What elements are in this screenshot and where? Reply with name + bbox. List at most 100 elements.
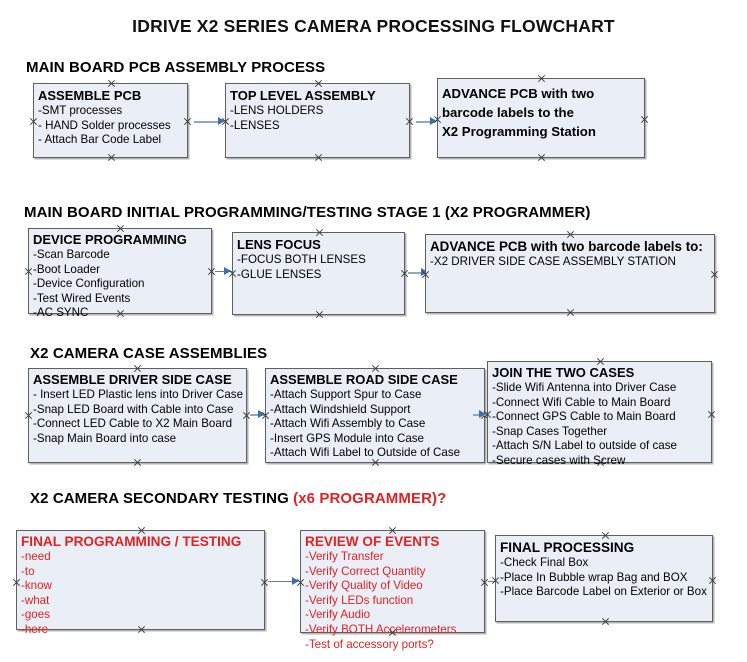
box-join-the-two-cases[interactable]: JOIN THE TWO CASES -Slide Wifi Antenna i…: [487, 361, 712, 467]
box-line: -what: [21, 593, 50, 607]
box-advance-pcb-programming-station[interactable]: ADVANCE PCB with two barcode labels to t…: [437, 78, 645, 158]
box-title: ADVANCE PCB with two: [442, 86, 595, 101]
section-heading-3-text: X2 CAMERA CASE ASSEMBLIES: [30, 345, 268, 362]
section-heading-3: X2 CAMERA CASE ASSEMBLIES: [30, 345, 267, 362]
box-line: -Check Final Box: [500, 556, 589, 569]
box-line: -SMT processes: [38, 104, 123, 117]
box-assemble-pcb[interactable]: ASSEMBLE PCB -SMT processes - HAND Solde…: [33, 83, 188, 158]
connector-arrow-3-1: [258, 410, 265, 418]
connection-handle-left[interactable]: [12, 578, 21, 587]
connection-handle-right[interactable]: [710, 270, 719, 279]
connection-handle-top[interactable]: [315, 228, 324, 237]
box-assemble-driver-side-case[interactable]: ASSEMBLE DRIVER SIDE CASE - Insert LED P…: [28, 368, 247, 463]
box-advance-pcb-driver-side-case[interactable]: ADVANCE PCB with two barcode labels to: …: [425, 234, 715, 313]
box-line: -Boot Loader: [33, 262, 101, 276]
box-line: -LENSES: [230, 118, 280, 132]
box-line: -need: [21, 550, 51, 563]
box-line: -LENS HOLDERS: [230, 104, 324, 117]
box-line: - HAND Solder processes: [38, 118, 171, 132]
box-line: -know: [21, 579, 52, 593]
connection-handle-bottom[interactable]: [566, 308, 575, 317]
box-line: -Place In Bubble wrap Bag and BOX: [500, 570, 688, 584]
box-assemble-road-side-case[interactable]: ASSEMBLE ROAD SIDE CASE -Attach Support …: [265, 368, 485, 463]
connector-2-1: [215, 271, 232, 272]
box-line: -Connect GPS Cable to Main Board: [492, 410, 676, 424]
connection-handle-top[interactable]: [537, 74, 546, 83]
box-line: -Secure cases with Screw: [492, 453, 626, 467]
box-title: FINAL PROCESSING: [500, 540, 635, 555]
box-line: -FOCUS BOTH LENSES: [237, 253, 366, 266]
box-line: -Verify Quality of Video: [305, 579, 423, 593]
connection-handle-top[interactable]: [566, 230, 575, 239]
connector-arrow-4-1: [292, 577, 299, 585]
box-line: -Attach Wifi Assembly to Case: [270, 417, 426, 431]
section-heading-4: X2 CAMERA SECONDARY TESTING (x6 PROGRAMM…: [30, 490, 446, 507]
box-line: barcode labels to the: [442, 105, 574, 120]
box-line: -Connect LED Cable to X2 Main Board: [33, 417, 233, 431]
box-line: X2 Programming Station: [442, 124, 596, 139]
box-line: - Attach Bar Code Label: [38, 133, 162, 147]
box-final-processing[interactable]: FINAL PROCESSING -Check Final Box -Place…: [495, 535, 713, 622]
box-line: -Test Wired Events: [33, 291, 131, 305]
box-line: -Attach Support Spur to Case: [270, 388, 422, 401]
box-device-programming[interactable]: DEVICE PROGRAMMING -Scan Barcode -Boot L…: [28, 228, 212, 319]
box-line: -Place Barcode Label on Exterior or Box: [500, 585, 707, 599]
box-line: -here: [21, 622, 49, 636]
section-heading-4-accent: (x6 PROGRAMMER)?: [293, 490, 447, 507]
box-top-level-assembly[interactable]: TOP LEVEL ASSEMBLY -LENS HOLDERS -LENSES: [225, 83, 410, 158]
connection-handle-top[interactable]: [107, 79, 116, 88]
box-line: -Attach Wifi Label to Outside of Case: [270, 446, 461, 460]
connector-4-1: [268, 581, 298, 582]
section-heading-1: MAIN BOARD PCB ASSEMBLY PROCESS: [26, 59, 325, 76]
box-title: ASSEMBLE ROAD SIDE CASE: [270, 372, 458, 387]
connection-handle-bottom[interactable]: [314, 153, 323, 162]
box-line: -Verify Correct Quantity: [305, 564, 426, 578]
box-review-of-events[interactable]: REVIEW OF EVENTS -Verify Transfer -Verif…: [300, 530, 485, 651]
box-line: -AC SYNC: [33, 306, 89, 320]
section-heading-2-text: MAIN BOARD INITIAL PROGRAMMING/TESTING S…: [24, 204, 591, 221]
box-title: JOIN THE TWO CASES: [492, 365, 635, 380]
connector-arrow-3-2: [479, 410, 486, 418]
box-line: -to: [21, 564, 35, 578]
connection-handle-top[interactable]: [314, 79, 323, 88]
box-title: ASSEMBLE DRIVER SIDE CASE: [33, 372, 232, 387]
box-line: -Snap LED Board with Cable into Case: [33, 402, 234, 416]
connection-handle-top[interactable]: [601, 531, 610, 540]
connection-handle-bottom[interactable]: [315, 310, 324, 319]
box-line: -Scan Barcode: [33, 248, 110, 261]
box-line: -Connect Wifi Cable to Main Board: [492, 395, 671, 409]
section-heading-1-text: MAIN BOARD PCB ASSEMBLY PROCESS: [26, 59, 326, 76]
connection-handle-bottom[interactable]: [537, 153, 546, 162]
connector-arrow-1-2: [430, 117, 437, 125]
box-line: -Snap Main Board into case: [33, 431, 177, 445]
box-title: TOP LEVEL ASSEMBLY: [230, 88, 376, 103]
box-line: -GLUE LENSES: [237, 267, 322, 281]
box-line: -Attach S/N Label to outside of case: [492, 439, 677, 453]
box-final-programming-testing[interactable]: FINAL PROGRAMMING / TESTING -need -to -k…: [16, 530, 265, 636]
connector-1-1: [194, 121, 222, 123]
connector-arrow-2-1: [224, 267, 231, 275]
box-title: ASSEMBLE PCB: [38, 88, 142, 103]
connection-handle-left[interactable]: [29, 117, 38, 126]
connection-handle-left[interactable]: [24, 267, 33, 276]
connection-handle-left[interactable]: [24, 411, 33, 420]
connection-handle-bottom[interactable]: [601, 617, 610, 626]
box-line: -goes: [21, 608, 51, 622]
box-line: -X2 DRIVER SIDE CASE ASSEMBLY STATION: [430, 255, 676, 268]
section-heading-2: MAIN BOARD INITIAL PROGRAMMING/TESTING S…: [24, 204, 591, 221]
box-lens-focus[interactable]: LENS FOCUS -FOCUS BOTH LENSES -GLUE LENS…: [232, 232, 405, 315]
box-title: FINAL PROGRAMMING / TESTING: [21, 534, 242, 549]
connection-handle-bottom[interactable]: [133, 458, 142, 467]
box-line: -Verify Transfer: [305, 550, 384, 563]
box-line: - Insert LED Plastic lens into Driver Ca…: [33, 388, 244, 401]
box-title: DEVICE PROGRAMMING: [33, 232, 187, 247]
box-title: ADVANCE PCB with two barcode labels to:: [430, 239, 703, 254]
box-line: -Verify BOTH Accelerometers: [305, 622, 457, 636]
box-line-overflow: -Test of accessory ports?: [305, 637, 434, 651]
box-line: -Attach Windshield Support: [270, 402, 411, 416]
connection-handle-bottom[interactable]: [107, 153, 116, 162]
connector-1-2: [416, 121, 434, 123]
box-title: REVIEW OF EVENTS: [305, 534, 440, 549]
connector-2-2: [408, 272, 427, 274]
